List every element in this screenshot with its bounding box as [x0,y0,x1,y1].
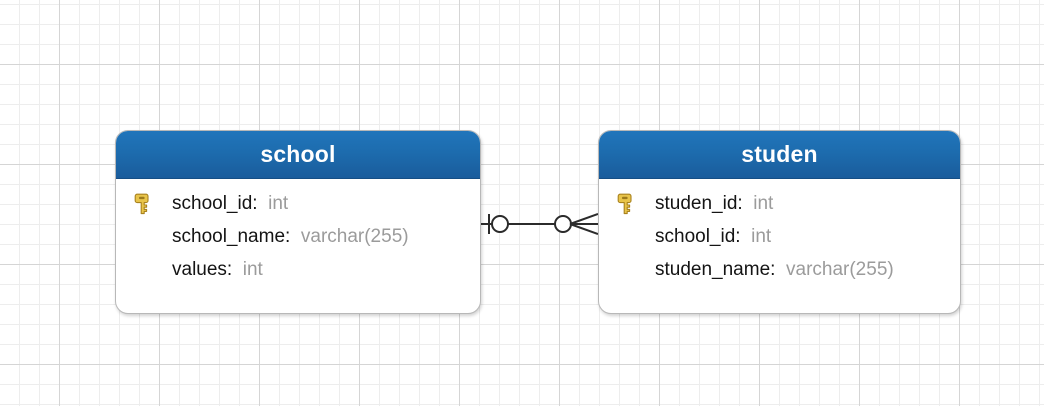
field-type-value: varchar(255) [786,259,894,280]
field-row[interactable]: studen_id: int [599,187,960,220]
field-row[interactable]: school_id: int [599,220,960,253]
field-name: school_name [172,226,286,247]
field-separator: : [226,259,233,280]
field-type-value: varchar(255) [300,226,409,247]
entity-school[interactable]: school school_id: int school_name: varch… [115,130,481,314]
entity-school-title: school [116,131,480,179]
entity-school-fields: school_id: int school_name: varchar(255)… [116,179,480,286]
field-row[interactable]: school_id: int [116,187,480,220]
field-type-value: int [268,193,289,214]
primary-key-icon [133,193,153,215]
relationship-connector-school-studen[interactable] [481,204,598,244]
field-separator: : [252,193,258,214]
field-separator: : [737,193,743,214]
field-separator: : [735,226,741,247]
primary-key-icon [616,193,636,215]
field-name: school_id [172,193,253,214]
field-type-value: int [753,193,774,214]
field-name: studen_id [655,193,738,214]
entity-studen[interactable]: studen studen_id: int school_id: int stu… [598,130,961,314]
field-name: studen_name [655,259,771,280]
entity-studen-fields: studen_id: int school_id: int studen_nam… [599,179,960,286]
entity-studen-title: studen [599,131,960,179]
field-type-value: int [751,226,772,247]
field-separator: : [770,259,776,280]
field-separator: : [285,226,291,247]
field-row[interactable]: values: int [116,253,480,286]
field-name: school_id [655,226,736,247]
field-row[interactable]: school_name: varchar(255) [116,220,480,253]
field-name: values [172,259,227,280]
field-type-value: int [242,259,263,280]
field-row[interactable]: studen_name: varchar(255) [599,253,960,286]
